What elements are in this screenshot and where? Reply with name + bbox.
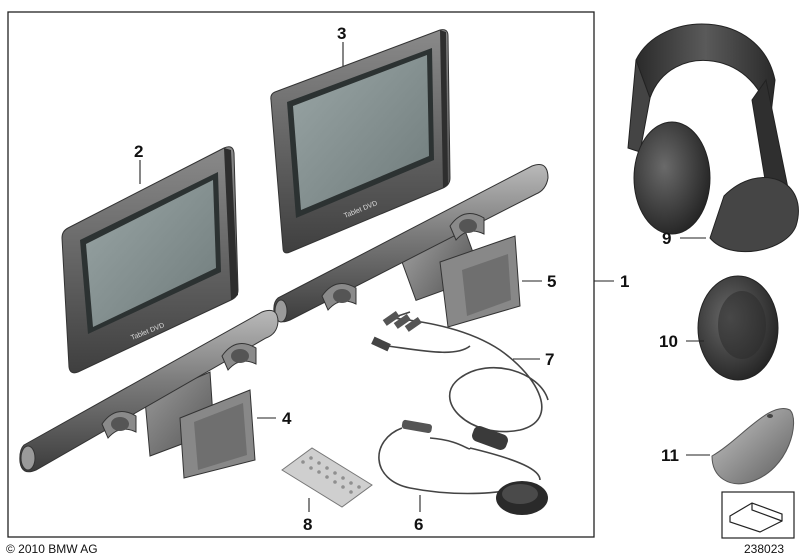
ear-cushion-10: [697, 275, 779, 381]
av-cable-7: [379, 311, 549, 433]
copyright-notice: © 2010 BMW AG: [6, 542, 98, 556]
tablet-dvd-monitor-2: Tablet DVD: [61, 146, 239, 374]
av-cable-plugs: [371, 310, 422, 352]
callout-3: 3: [337, 24, 346, 43]
set-frame-box: [7, 11, 595, 538]
headrest-holder-5: [273, 164, 549, 328]
callout-11: 11: [661, 446, 679, 465]
tablet-dvd-monitor-3: Tablet DVD: [270, 29, 451, 254]
callout-10: 10: [659, 332, 678, 351]
headrest-holder-4: [19, 309, 279, 479]
callout-8: 8: [303, 515, 312, 534]
headphones-9: [627, 23, 799, 253]
diagram-number: 238023: [744, 542, 784, 556]
callout-2: 2: [134, 142, 143, 161]
callout-1: 1: [620, 272, 629, 291]
orientation-symbol: [721, 491, 795, 539]
power-cable-6: [378, 419, 548, 515]
battery-cover-11: [711, 407, 795, 485]
remote-control-8: [281, 447, 373, 508]
callout-5: 5: [547, 272, 556, 291]
callout-6: 6: [414, 515, 423, 534]
callout-7: 7: [545, 350, 554, 369]
leader-lines: [139, 42, 710, 512]
callout-9: 9: [662, 229, 671, 248]
callout-4: 4: [282, 409, 292, 428]
